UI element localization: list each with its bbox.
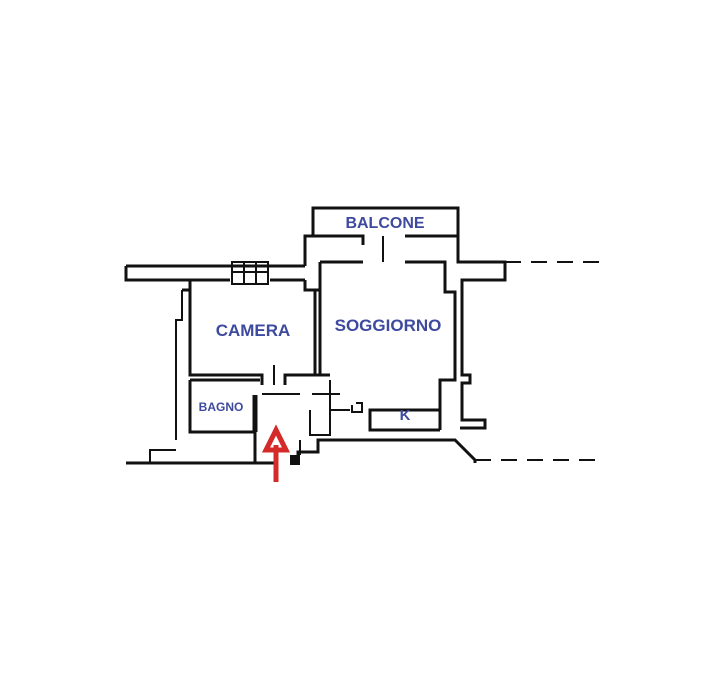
room-label-kitchen: K	[400, 407, 411, 424]
soggiorno-walls	[309, 260, 457, 436]
bagno-walls	[188, 365, 275, 434]
arrow-up-icon	[261, 424, 291, 482]
room-label-bagno: BAGNO	[199, 400, 244, 414]
right-wing-wall	[460, 278, 487, 430]
right-dashed-extension	[475, 261, 605, 461]
camera-window	[231, 261, 269, 285]
camera-walls	[175, 280, 322, 440]
upper-outer-wall	[124, 234, 507, 290]
room-label-soggiorno: SOGGIORNO	[335, 316, 442, 335]
room-label-camera: CAMERA	[216, 321, 291, 340]
lower-outer-wall	[126, 432, 477, 465]
balcony-outline	[311, 206, 460, 262]
room-label-balcone: BALCONE	[345, 215, 424, 232]
